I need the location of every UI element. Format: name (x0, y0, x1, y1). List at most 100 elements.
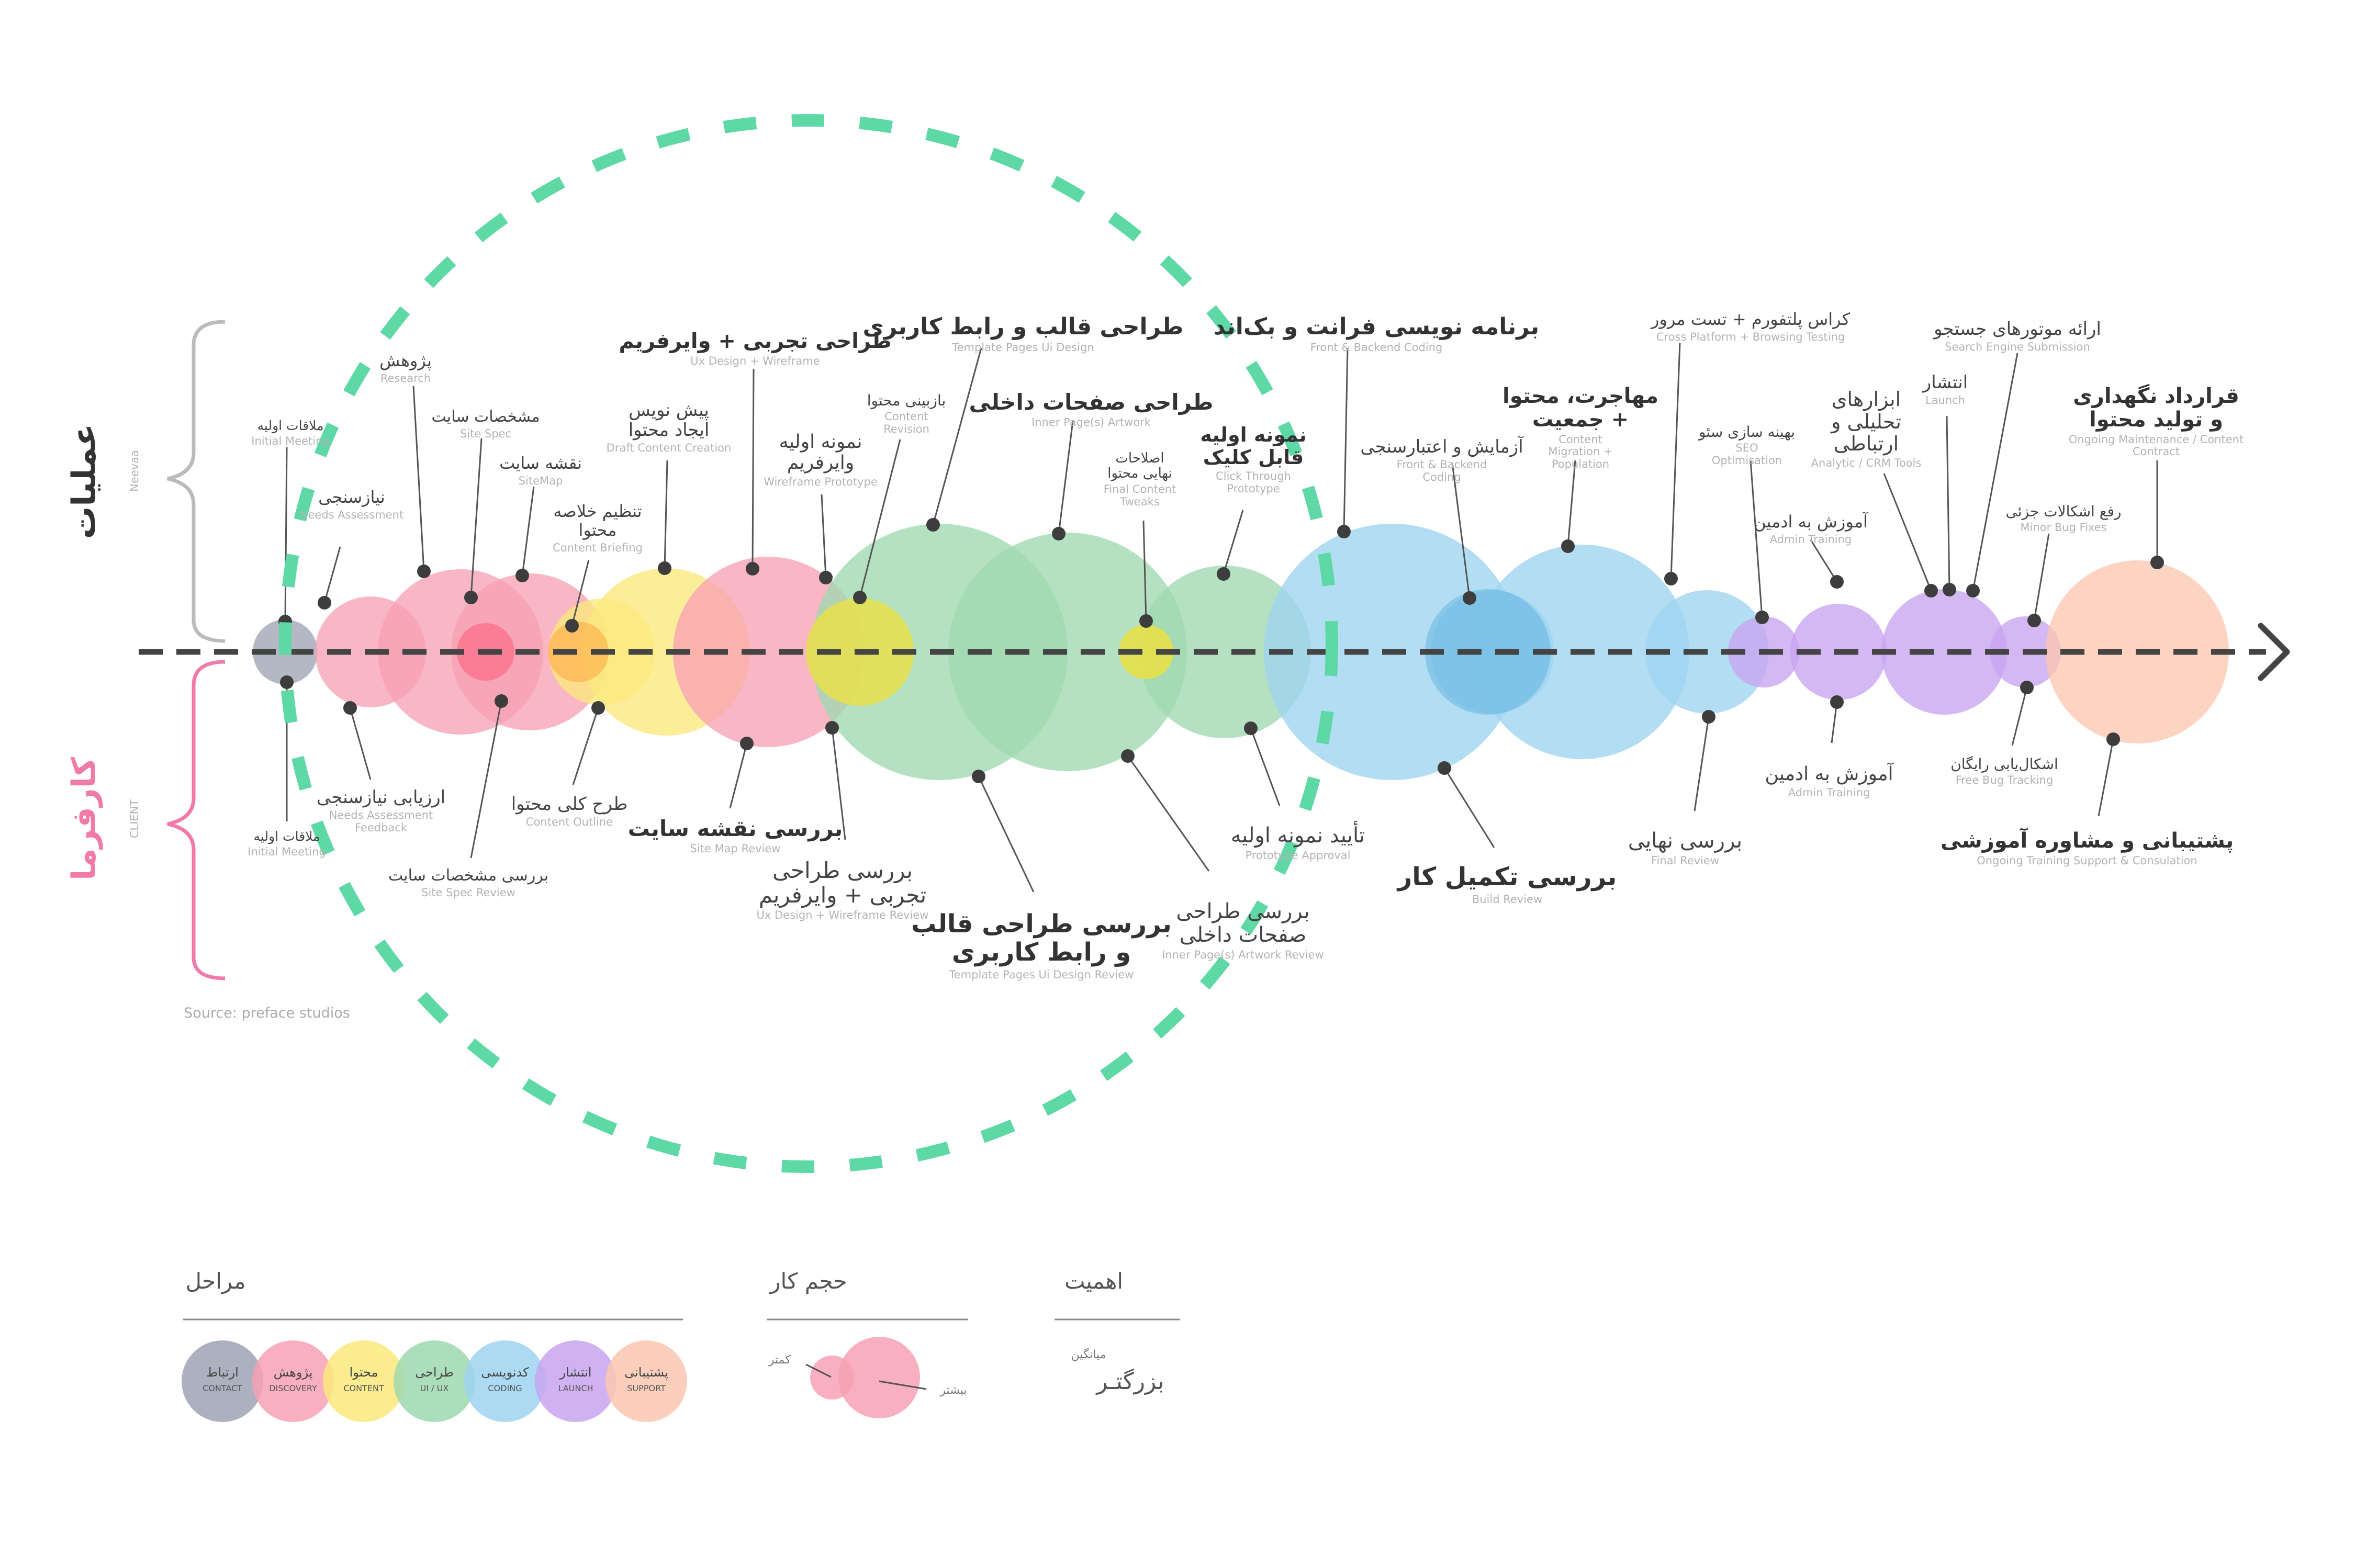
leader-line (831, 727, 846, 840)
step-label-fa: پشتیبانی و مشاوره آموزشی (1940, 829, 2234, 853)
step-label-fa: آموزش به ادمین (1765, 763, 1893, 785)
step-label-fa: اصلاحات نهایی محتوا (1107, 450, 1172, 482)
leader-dot (1244, 721, 1258, 735)
legend-workload-less: کمتر (769, 1353, 791, 1367)
step-label-en: Needs Assessment Feedback (329, 809, 433, 834)
leader-line (1451, 462, 1471, 599)
leader-dot (2027, 614, 2041, 627)
leader-line (470, 701, 502, 859)
leader-dot (1702, 710, 1715, 724)
step-label-en: Front & Backend Coding (1310, 341, 1443, 354)
legend-workload-more: بیشتر (940, 1384, 967, 1397)
step-label-en: Final Review (1651, 854, 1719, 867)
step-label-en: Inner Page(s) Artwork Review (1162, 948, 1324, 961)
leader-line (1972, 353, 2018, 591)
step-label-en: Final Content Tweaks (1103, 483, 1176, 508)
focus-dashed-circle (279, 114, 1338, 1173)
leader-line (1127, 755, 1210, 872)
step-label-fa: نمونه اولیه وایرفریم (779, 431, 862, 474)
leader-line (1750, 460, 1763, 618)
step-label-fa: کراس پلتفورم + تست مرور (1651, 309, 1851, 329)
step-label-fa: طرح کلی محتوا (511, 794, 628, 815)
step-label-en: Inner Page(s) Artwork (1031, 416, 1151, 429)
step-label-en: Launch (1925, 394, 1966, 407)
legend-stage-circle (394, 1340, 475, 1422)
step-label-fa: آموزش به ادمین (1754, 512, 1868, 532)
leader-line (664, 460, 668, 569)
leader-dot (926, 518, 940, 532)
legend-importance-large: بزرگتـر (1096, 1368, 1164, 1395)
step-label-en: Site Spec (459, 427, 512, 440)
leader-line (752, 368, 755, 569)
step-label-fa: مشخصات سایت (431, 408, 540, 426)
step-label-fa: طراحی صفحات داخلی (969, 389, 1214, 415)
leader-line (2011, 687, 2028, 746)
coding-overlap-accent (1425, 589, 1551, 715)
leader-line (1223, 510, 1244, 574)
leader-line (284, 447, 288, 622)
step-label-en: Site Map Review (690, 842, 781, 855)
legend-workload-title: حجم کار (770, 1268, 847, 1294)
legend-stage-circle (605, 1340, 687, 1422)
legend-stage-label: محتوا CONTENT (343, 1366, 384, 1393)
step-label-fa: تأیید نمونه اولیه (1230, 824, 1365, 848)
workload-large-circle (838, 1337, 920, 1418)
step-label-fa: ملاقات اولیه (253, 829, 320, 844)
legend-stage-en: UI / UX (420, 1383, 449, 1393)
step-label-en: Research (380, 371, 431, 385)
step-label-fa: تنظیم خلاصه محتوا (553, 501, 642, 540)
step-label-en: Admin Training (1788, 786, 1870, 799)
step-label-en: Search Engine Submission (1945, 341, 2090, 354)
step-label-en: Click Through Prototype (1216, 470, 1291, 495)
leader-line (1250, 728, 1281, 806)
leader-line (1443, 768, 1495, 848)
legend-stage-en: CONTACT (203, 1383, 242, 1393)
leader-line (1058, 421, 1074, 534)
legend-stage-circle (323, 1340, 405, 1422)
step-label-en: Front & Backend Coding (1396, 458, 1487, 483)
legend-stages-title: مراحل (185, 1268, 246, 1294)
leader-dot (591, 701, 605, 715)
operations-side-label: عملیات (64, 423, 103, 539)
step-label-fa: انتشار (1922, 372, 1968, 393)
leader-dot (2106, 732, 2120, 746)
legend-stage-circle (252, 1340, 334, 1422)
leader-line (571, 559, 590, 626)
design-stage-circle (1138, 566, 1311, 738)
leader-dot (740, 737, 754, 750)
client-side-label: کارفرما (64, 757, 103, 881)
leader-line (1670, 342, 1681, 579)
leader-line (1142, 520, 1147, 622)
leader-line (932, 347, 982, 525)
step-label-fa: بررسی طراحی قالب و رابط کاربری (911, 909, 1172, 967)
step-label-en: Ongoing Maintenance / Content Contract (2068, 433, 2244, 458)
step-label-en: Content Revision (883, 410, 929, 435)
leader-dot (853, 591, 867, 604)
step-label-fa: ارائه موتورهای جستجو (1934, 319, 2101, 340)
legend-stage-fa: محتوا (349, 1365, 378, 1380)
design-stage-circle (948, 533, 1187, 771)
workload-less-pointer (805, 1363, 832, 1378)
source-note: Source: preface studios (184, 1005, 350, 1021)
step-label-fa: طراحی قالب و رابط کاربری (862, 313, 1184, 340)
leader-line (2033, 533, 2050, 621)
step-label-en: Ux Design + Wireframe (690, 354, 820, 367)
step-label-en: Minor Bug Fixes (2020, 521, 2107, 534)
legend-stage-en: CODING (488, 1383, 522, 1393)
step-label-en: SiteMap (518, 474, 563, 487)
step-label-en: Ux Design + Wireframe Review (756, 909, 929, 922)
legend-stage-en: CONTENT (343, 1383, 384, 1393)
